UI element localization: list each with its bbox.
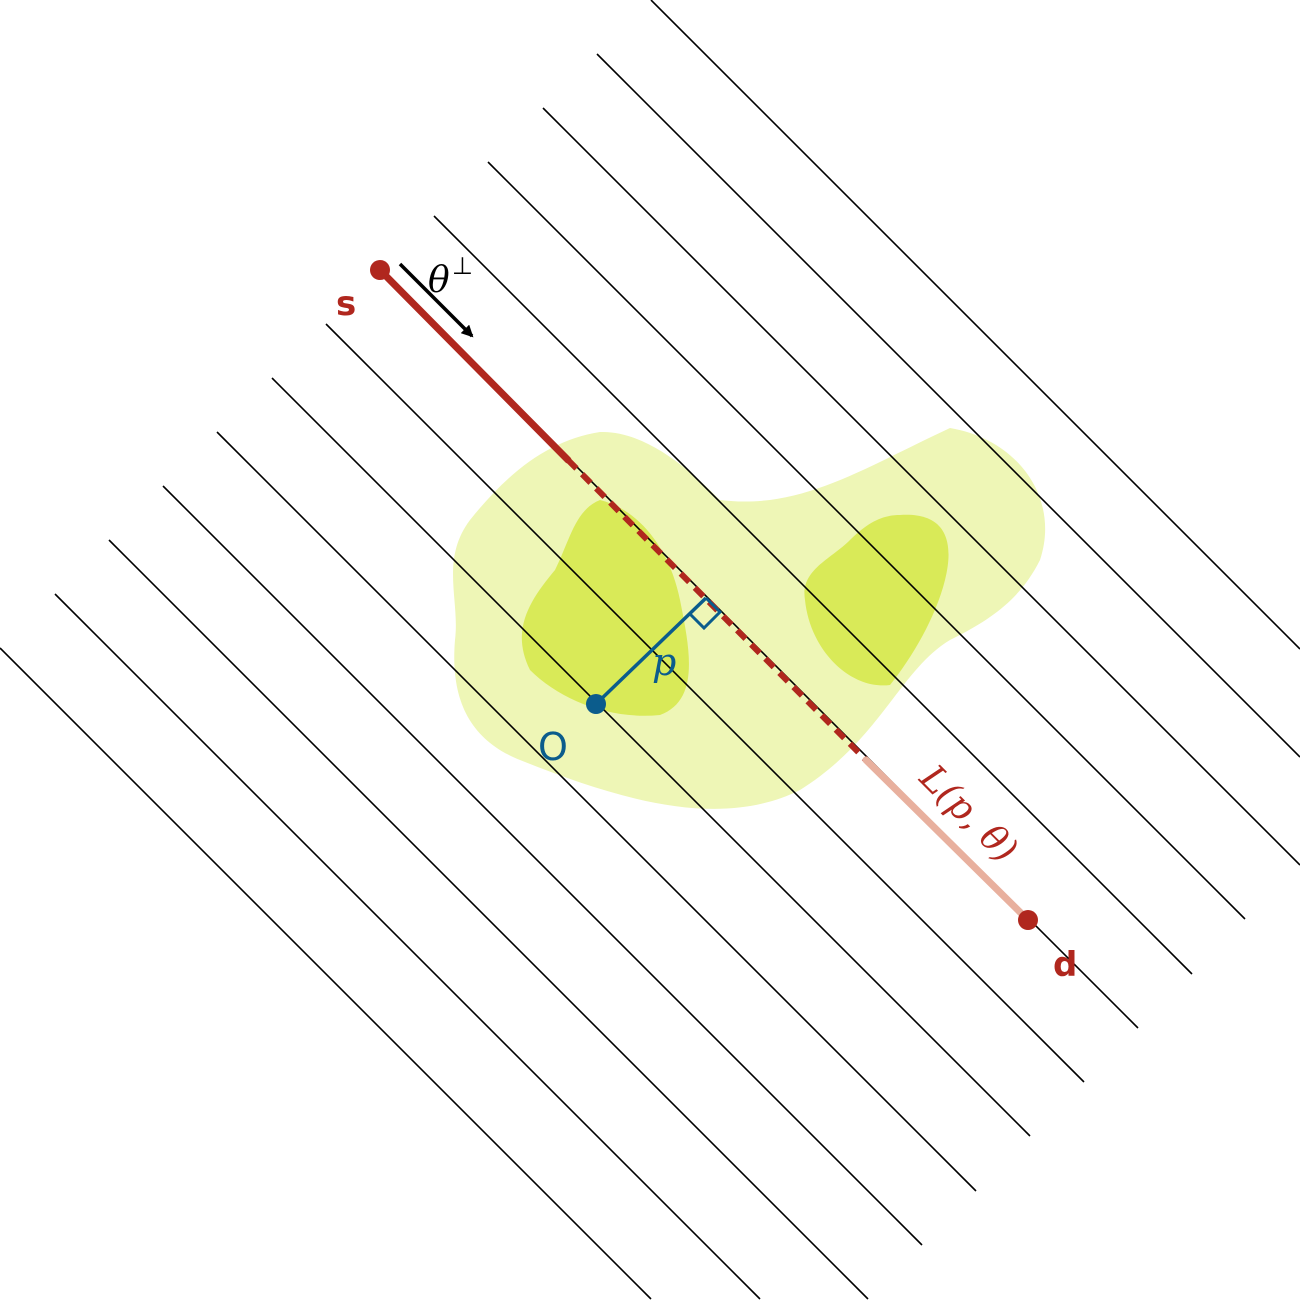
parallel-line-5 [433, 215, 1193, 975]
line-label: L(p, θ) [911, 757, 1025, 871]
p-label: p [652, 640, 676, 684]
parallel-line-9 [216, 431, 977, 1192]
parallel-line-8 [271, 377, 1031, 1137]
parallel-line-2 [596, 53, 1300, 758]
object-inner-region-left [521, 500, 689, 716]
detector-point [1018, 910, 1038, 930]
origin-point [586, 694, 606, 714]
perpendicular-segment [594, 596, 708, 706]
theta-perp-arrow [398, 262, 474, 338]
object-inner-region-right [804, 514, 949, 686]
detector-label: d [1053, 945, 1077, 985]
parallel-line-11 [108, 539, 869, 1300]
ray-exit-segment [862, 756, 1032, 924]
right-angle-marker [688, 596, 723, 631]
parallel-line-13 [0, 647, 652, 1300]
parallel-line-10 [162, 485, 923, 1246]
origin-label: O [538, 725, 568, 769]
parallel-line-7 [325, 323, 1085, 1083]
source-label: s [336, 284, 356, 324]
parallel-line-12 [54, 593, 761, 1300]
parallel-line-4 [487, 161, 1246, 920]
source-point [370, 260, 390, 280]
parallel-line-3 [542, 107, 1300, 866]
parallel-line-1 [650, 0, 1300, 650]
perp-superscript: ⊥ [452, 252, 473, 280]
theta-perp-label: θ [428, 260, 450, 301]
ray-source-segment [376, 266, 572, 464]
